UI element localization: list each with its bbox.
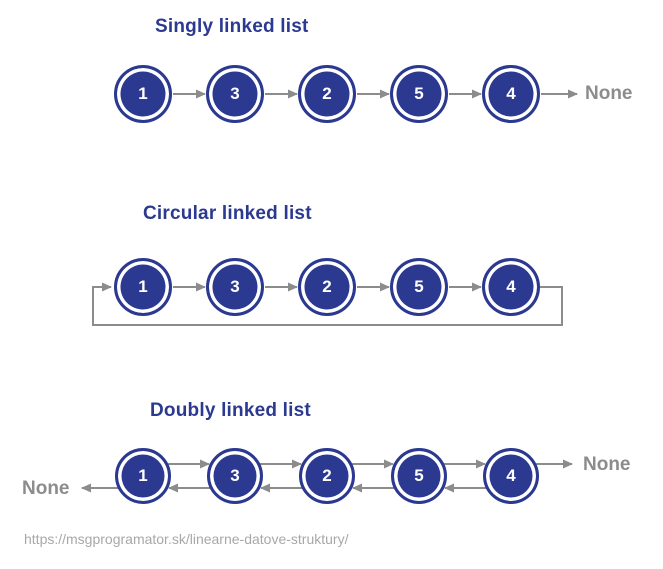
singly-node-1: 1 (114, 65, 172, 123)
circular-node-1: 1 (114, 258, 172, 316)
doubly-node-1: 1 (115, 448, 171, 504)
circular-arrows (92, 282, 563, 326)
doubly-head-none-label: None (22, 478, 70, 499)
doubly-node-2: 3 (207, 448, 263, 504)
doubly-node-4: 5 (391, 448, 447, 504)
circular-node-4: 5 (390, 258, 448, 316)
singly-node-2: 3 (206, 65, 264, 123)
circular-linked-list-title: Circular linked list (143, 203, 312, 224)
circular-node-2: 3 (206, 258, 264, 316)
source-url-text: https://msgprogramator.sk/linearne-datov… (24, 531, 349, 547)
doubly-arrows (81, 459, 573, 493)
circular-node-3: 2 (298, 258, 356, 316)
doubly-linked-list-title: Doubly linked list (150, 400, 311, 421)
singly-tail-none-label: None (585, 83, 633, 104)
singly-node-3: 2 (298, 65, 356, 123)
doubly-node-3: 2 (299, 448, 355, 504)
doubly-tail-none-label: None (583, 454, 631, 475)
doubly-node-5: 4 (483, 448, 539, 504)
singly-linked-list-title: Singly linked list (155, 16, 309, 37)
singly-node-4: 5 (390, 65, 448, 123)
circular-loop-connector (92, 282, 563, 326)
singly-node-5: 4 (482, 65, 540, 123)
circular-node-5: 4 (482, 258, 540, 316)
